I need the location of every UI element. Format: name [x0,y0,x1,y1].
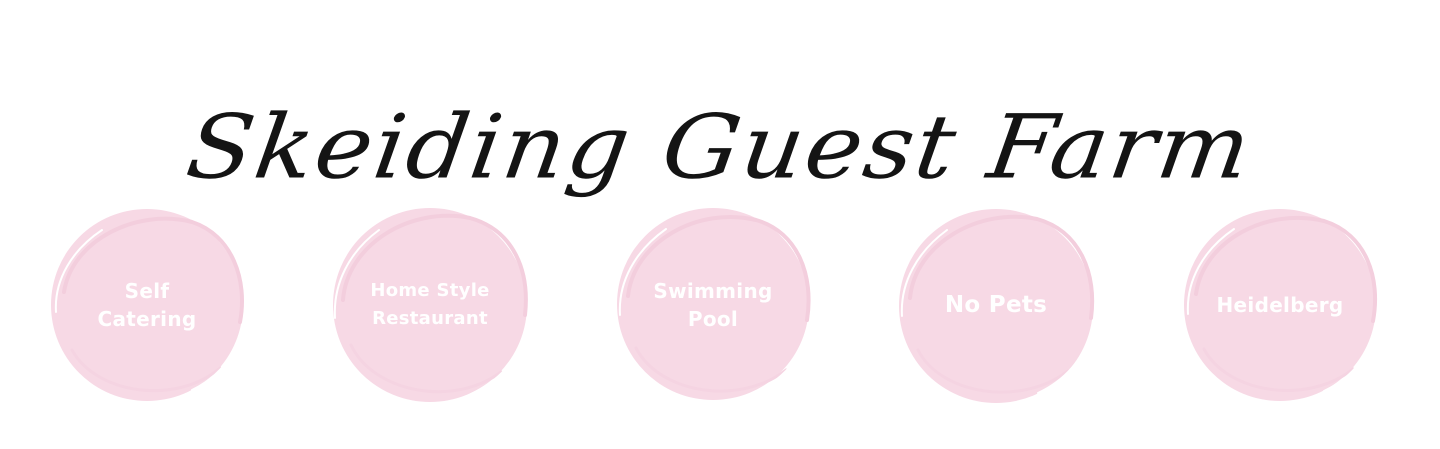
feature-badge-heidelberg: Heidelberg [1175,200,1385,410]
brush-circle-badge-icon [333,208,528,402]
brush-circle-badge-icon [899,209,1095,403]
feature-label: Self Catering [97,279,197,331]
feature-badges: Self Catering Home Style Restaurant Swim… [0,200,1440,420]
feature-badge-home-style-restaurant: Home Style Restaurant [325,200,535,410]
feature-label: Heidelberg [1216,293,1344,317]
brush-circle-badge-icon [1184,209,1378,401]
feature-badge-no-pets: No Pets [891,200,1101,410]
header: Skeiding Guest Farm [0,8,1440,199]
feature-label: Swimming Pool [653,279,773,331]
feature-label: Home Style Restaurant [370,280,490,329]
site-title: Skeiding Guest Farm [181,95,1259,199]
feature-badge-self-catering: Self Catering [42,200,252,410]
feature-label: No Pets [944,292,1048,318]
brush-circle-badge-icon [617,208,811,400]
feature-badge-swimming-pool: Swimming Pool [608,200,818,410]
brush-circle-badge-icon [51,209,244,401]
